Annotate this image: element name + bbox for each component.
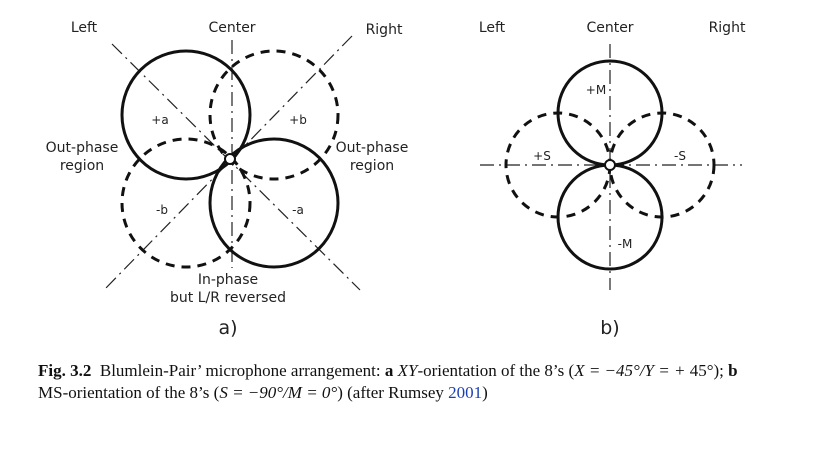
label-in-phase-2: but L/R reversed (170, 290, 286, 306)
caption-fig-number: Fig. 3.2 (38, 361, 92, 380)
label-plus-b: +b (289, 113, 307, 127)
caption-eq-1: X = −45°/Y = + (574, 361, 686, 380)
label-out-phase-left-2: region (60, 158, 104, 174)
caption-xy: XY (397, 361, 418, 380)
caption-eq-2: S = −90°/M = 0° (219, 383, 338, 402)
axis-right-diagonal (103, 35, 353, 291)
label-out-phase-right-2: region (350, 158, 394, 174)
caption-b: b (728, 361, 738, 380)
label-in-phase-1: In-phase (198, 272, 258, 288)
sublabel-a: a) (218, 317, 237, 339)
diagram-b: Left Center Right +M -M +S -S b) (479, 20, 746, 339)
label-minus-a: -a (292, 203, 304, 217)
lobe-plus-b (208, 49, 340, 181)
caption-text-3: 45°); (689, 361, 729, 380)
label-center-b: Center (586, 20, 633, 36)
label-minus-s: -S (674, 149, 686, 163)
label-left-a: Left (71, 20, 98, 36)
caption-text-1: Blumlein-Pair’ microphone arrangement: (99, 361, 385, 380)
caption-reference-link[interactable]: 2001 (448, 383, 483, 402)
label-right-b: Right (709, 20, 746, 36)
microphone-point-a (224, 153, 236, 165)
caption-text-5: ) (after Rumsey (337, 383, 449, 402)
lobe-plus-a (120, 49, 252, 181)
label-plus-s: +S (533, 149, 551, 163)
label-left-b: Left (479, 20, 506, 36)
diagram-a: Left Center Right Out-phase region Out-p… (46, 20, 409, 339)
label-minus-b: -b (156, 203, 168, 217)
caption-a: a (384, 361, 394, 380)
label-center-a: Center (208, 20, 255, 36)
label-plus-a: +a (151, 113, 168, 127)
lobe-minus-a (208, 137, 340, 269)
label-right-a: Right (366, 22, 403, 38)
figure-caption: Fig. 3.2 Blumlein-Pair’ microphone arran… (38, 360, 768, 404)
caption-text-4: MS-orientation of the 8’s ( (38, 383, 220, 402)
label-minus-m: -M (618, 237, 633, 251)
label-out-phase-left-1: Out-phase (46, 140, 119, 156)
label-plus-m: +M (586, 83, 606, 97)
caption-text-2: -orientation of the 8’s ( (417, 361, 575, 380)
sublabel-b: b) (600, 317, 619, 339)
lobe-minus-b (120, 137, 252, 269)
microphone-point-b (604, 159, 616, 171)
caption-text-6: ) (482, 383, 488, 402)
label-out-phase-right-1: Out-phase (336, 140, 409, 156)
